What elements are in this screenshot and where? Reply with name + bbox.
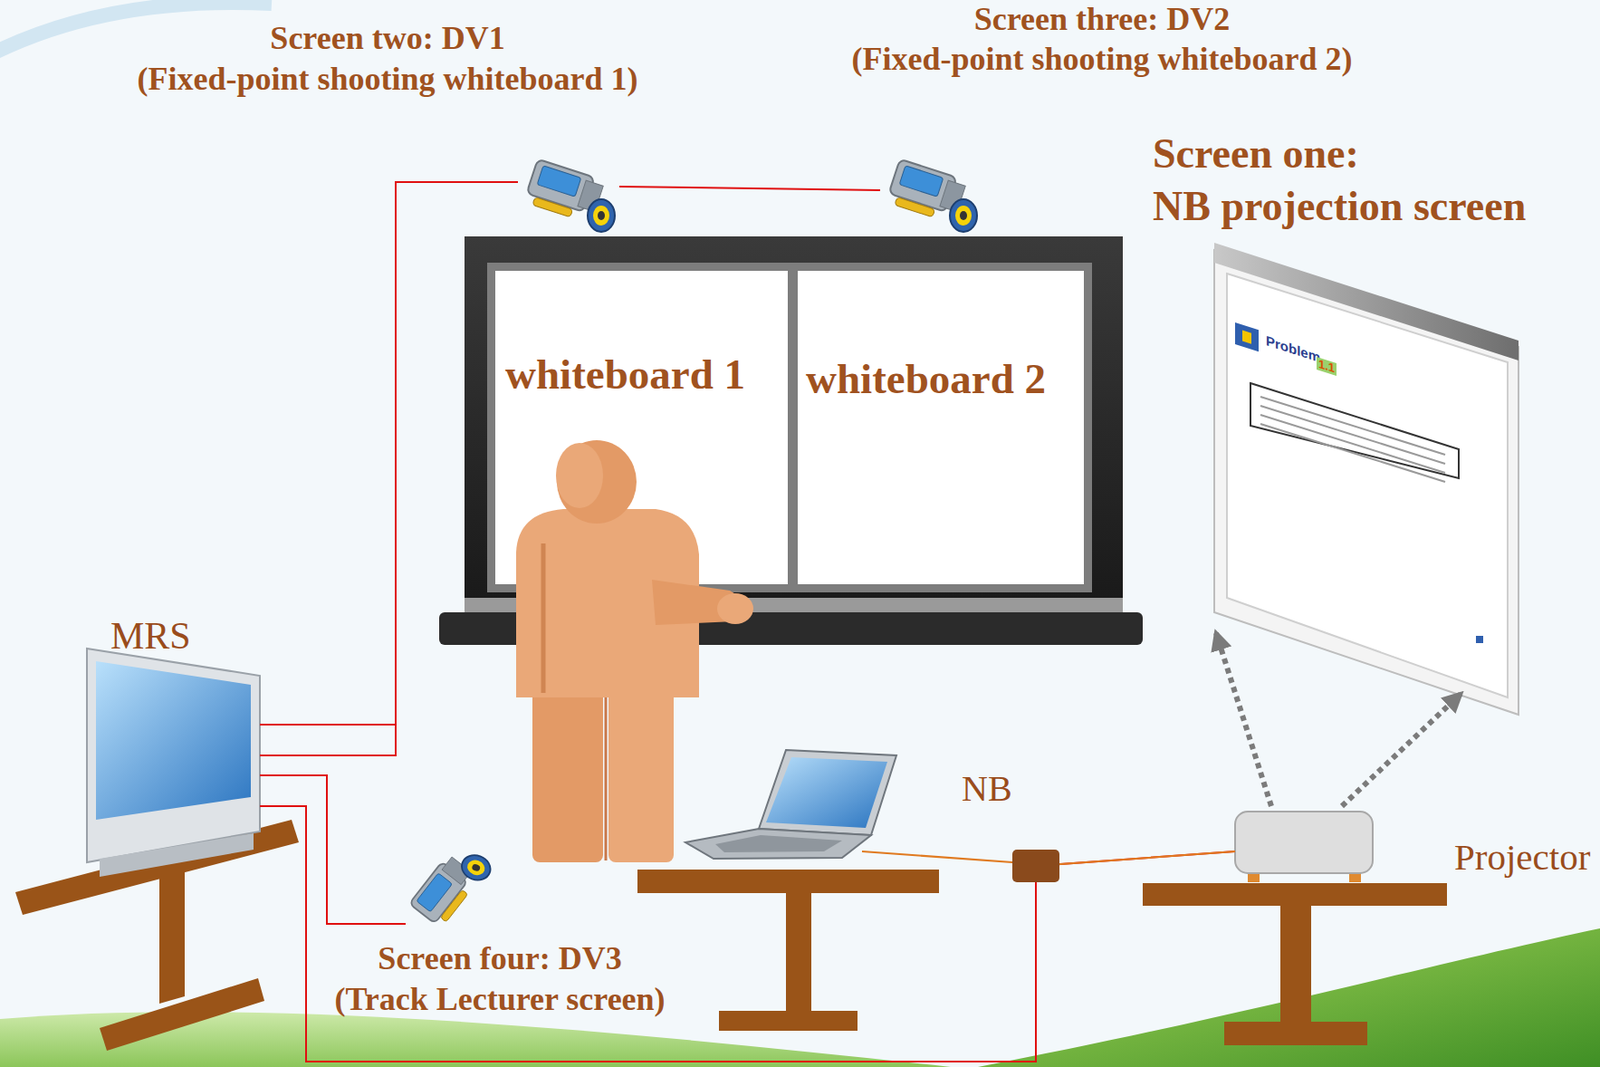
caption-text: (Track Lecturer screen) — [334, 981, 665, 1018]
caption-text: Screen three: DV2 — [974, 1, 1231, 39]
lecturer-figure — [516, 440, 754, 863]
cable — [259, 775, 406, 924]
desk — [15, 819, 299, 1051]
screen-text: Problem — [1265, 333, 1321, 366]
monitor-node: MRS — [86, 648, 260, 863]
camera-icon — [404, 838, 494, 938]
text-line — [1260, 405, 1446, 464]
text-line — [1260, 396, 1446, 455]
whiteboard-node: whiteboard 2 — [797, 270, 1084, 585]
projector — [1235, 811, 1373, 882]
camera-node: Screen two: DV1(Fixed-point shooting whi… — [517, 155, 620, 240]
screen-node: Screen one:NB projection screen — [1214, 242, 1519, 715]
screen-text: 1.1 — [1316, 356, 1337, 376]
caption-text: Screen two: DV1 — [269, 20, 505, 58]
caption-text: NB projection screen — [1152, 183, 1526, 230]
projection-arrow — [1341, 693, 1461, 806]
laptop — [685, 749, 897, 859]
whiteboard-pane — [797, 270, 1084, 585]
laptop-node: NB — [683, 749, 899, 859]
device-label: NB — [961, 768, 1013, 809]
camera-icon — [885, 159, 978, 232]
caption-text: Screen one: — [1152, 131, 1360, 178]
camera-node: Screen four: DV3(Track Lecturer screen) — [405, 840, 497, 939]
camera-icon — [523, 159, 615, 232]
cable — [259, 724, 396, 756]
table — [1142, 882, 1447, 1045]
projection-arrow — [1216, 632, 1272, 806]
camera-node: Screen three: DV2(Fixed-point shooting w… — [880, 155, 982, 240]
caption-text: (Fixed-point shooting whiteboard 1) — [136, 61, 638, 98]
caption-text: Screen four: DV3 — [377, 940, 622, 978]
projector-node: Projector — [1235, 811, 1373, 873]
cable — [259, 182, 518, 725]
monitor — [86, 648, 260, 877]
whiteboard-node: whiteboard 1 — [495, 270, 788, 585]
caption-text: (Fixed-point shooting whiteboard 2) — [851, 41, 1352, 78]
table — [637, 869, 939, 1031]
projection-screen — [1214, 242, 1519, 715]
device-label: MRS — [110, 614, 192, 657]
cable — [259, 805, 1236, 1062]
caption-text: whiteboard 2 — [805, 355, 1046, 403]
junction-box — [1012, 849, 1060, 882]
caption-text: whiteboard 1 — [505, 351, 746, 399]
swirl — [0, 2, 272, 55]
text-line — [1260, 423, 1446, 482]
cable — [619, 186, 881, 191]
text-line — [1260, 414, 1446, 473]
device-label: Projector — [1454, 836, 1591, 878]
